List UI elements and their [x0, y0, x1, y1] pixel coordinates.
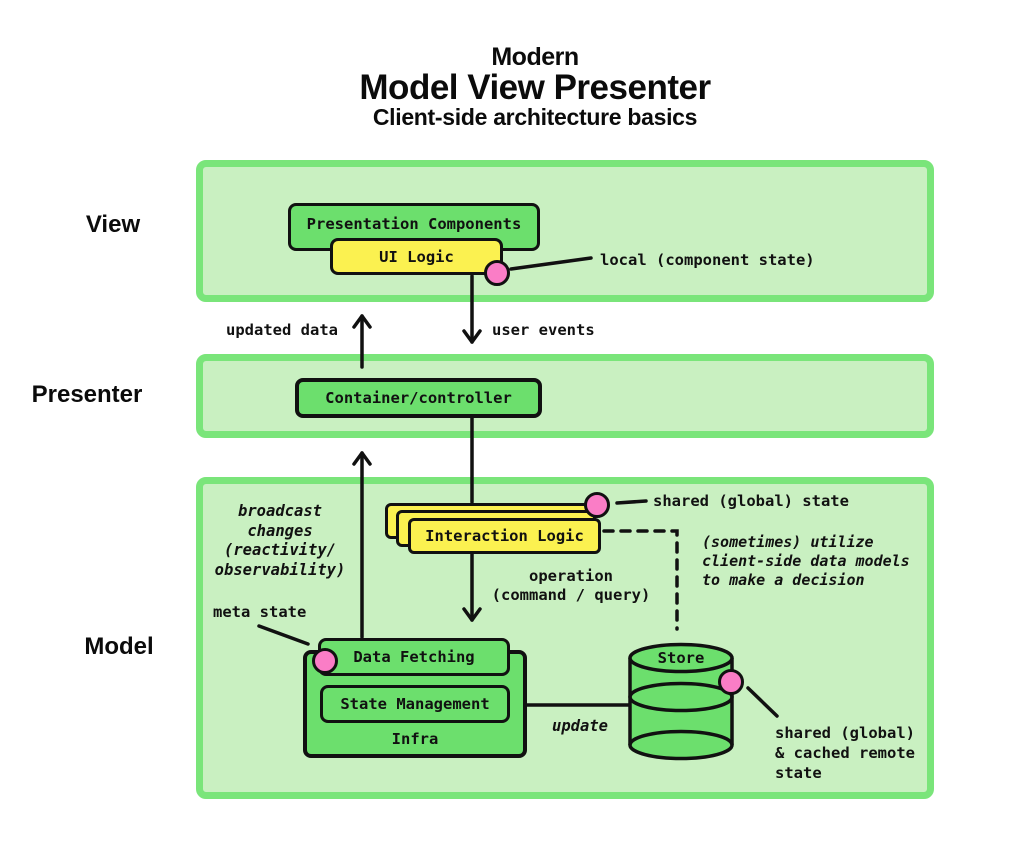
sometimes-dashed-line — [602, 529, 679, 631]
broadcast-changes-note: broadcast changes (reactivity/ observabi… — [214, 502, 346, 579]
store-state-pin-icon — [718, 669, 744, 695]
state-management-box: State Management — [320, 685, 510, 723]
container-controller-box: Container/controller — [295, 378, 542, 418]
page-title: Model View Presenter — [359, 68, 711, 107]
ui-logic-box: UI Logic — [330, 238, 503, 275]
meta-state-note: meta state — [213, 603, 307, 621]
shared-state-pin-icon — [584, 492, 610, 518]
data-fetching-box: Data Fetching — [318, 638, 510, 676]
meta-state-connector-line — [257, 624, 310, 646]
local-state-note: local (component state) — [600, 251, 815, 269]
user-events-label: user events — [492, 321, 595, 339]
title-subtitle: Client-side architecture basics — [372, 104, 698, 131]
local-state-connector-line — [509, 256, 593, 271]
store-label: Store — [657, 649, 705, 667]
sometimes-note: (sometimes) utilize client-side data mod… — [702, 533, 910, 589]
operation-note: operation (command / query) — [491, 567, 651, 604]
local-state-pin-icon — [484, 260, 510, 286]
update-label: update — [552, 717, 608, 735]
title-kicker: Modern — [491, 43, 579, 71]
updated-data-label: updated data — [226, 321, 338, 339]
shared-cached-note: shared (global) & cached remote state — [775, 724, 915, 782]
presenter-layer-label: Presenter — [31, 381, 143, 408]
diagram-title-block: Modern Model View Presenter Client-side … — [50, 44, 1020, 130]
meta-state-pin-icon — [312, 648, 338, 674]
model-layer-label: Model — [84, 633, 154, 660]
shared-cached-connector-line — [746, 686, 779, 718]
shared-state-connector-line — [615, 499, 648, 505]
interaction-logic-box: Interaction Logic — [408, 518, 601, 554]
view-layer-label: View — [85, 211, 141, 238]
infra-label: Infra — [391, 730, 439, 748]
store-cylinder — [628, 642, 734, 761]
shared-state-note: shared (global) state — [653, 492, 849, 510]
view-layer-band — [196, 160, 934, 302]
